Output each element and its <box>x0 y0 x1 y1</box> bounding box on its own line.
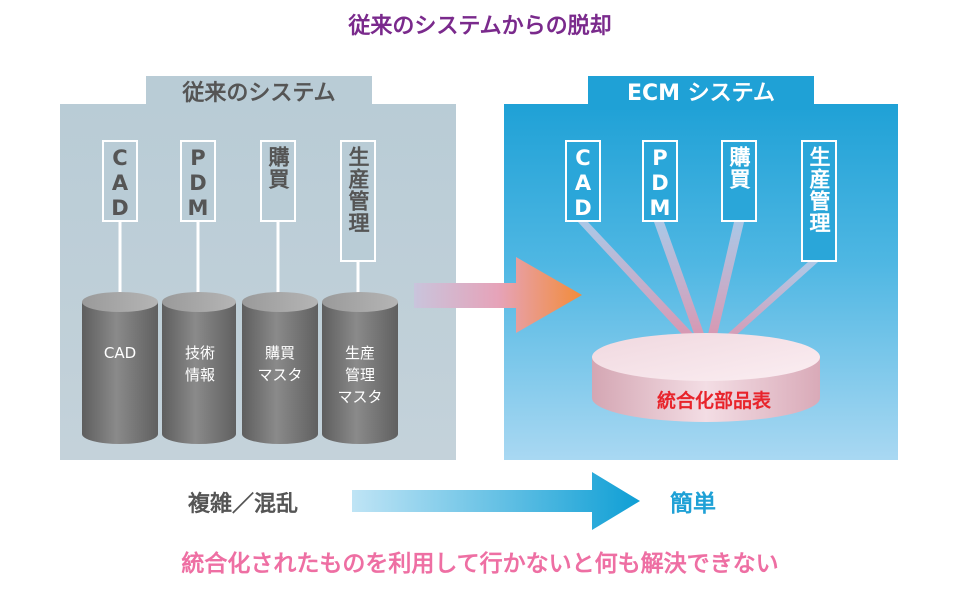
simplification-arrow <box>352 472 640 530</box>
ecm-database-label: 統合化部品表 <box>656 390 771 412</box>
legacy-database-label: 技術情報 <box>184 344 215 384</box>
legacy-system-header: 従来のシステム <box>146 76 372 110</box>
legacy-box-pdm: PDM <box>180 140 216 222</box>
ecm-box-pdm: PDM <box>642 140 678 222</box>
bottom-note: 統合化されたものを利用して行かないと何も解決できない <box>181 551 779 577</box>
page-title: 従来のシステムからの脱却 <box>348 14 612 39</box>
ecm-box-production: 生産管理 <box>801 140 837 262</box>
legacy-connectors <box>118 222 360 300</box>
complex-label: 複雑／混乱 <box>188 492 299 517</box>
legacy-database-tech-info <box>162 292 236 444</box>
ecm-box-purchase: 購買 <box>721 140 757 222</box>
legacy-box-purchase: 購買 <box>260 140 296 222</box>
ecm-connectors <box>578 222 818 356</box>
legacy-box-production: 生産管理 <box>340 140 376 262</box>
legacy-database-label: CAD <box>103 344 137 362</box>
ecm-box-cad: CAD <box>565 140 601 222</box>
ecm-system-header: ECM システム <box>588 76 814 110</box>
ecm-unified-bom-database <box>592 333 820 422</box>
legacy-box-cad: CAD <box>102 140 138 222</box>
legacy-database-purchase-master <box>242 292 318 444</box>
simple-label: 簡単 <box>670 491 716 517</box>
legacy-database-label: 購買マスタ <box>257 344 303 384</box>
legacy-database-production-master <box>322 292 398 444</box>
transition-arrow <box>414 257 582 333</box>
legacy-database-label: 生産管理マスタ <box>337 344 383 406</box>
legacy-database-cad <box>82 292 158 444</box>
